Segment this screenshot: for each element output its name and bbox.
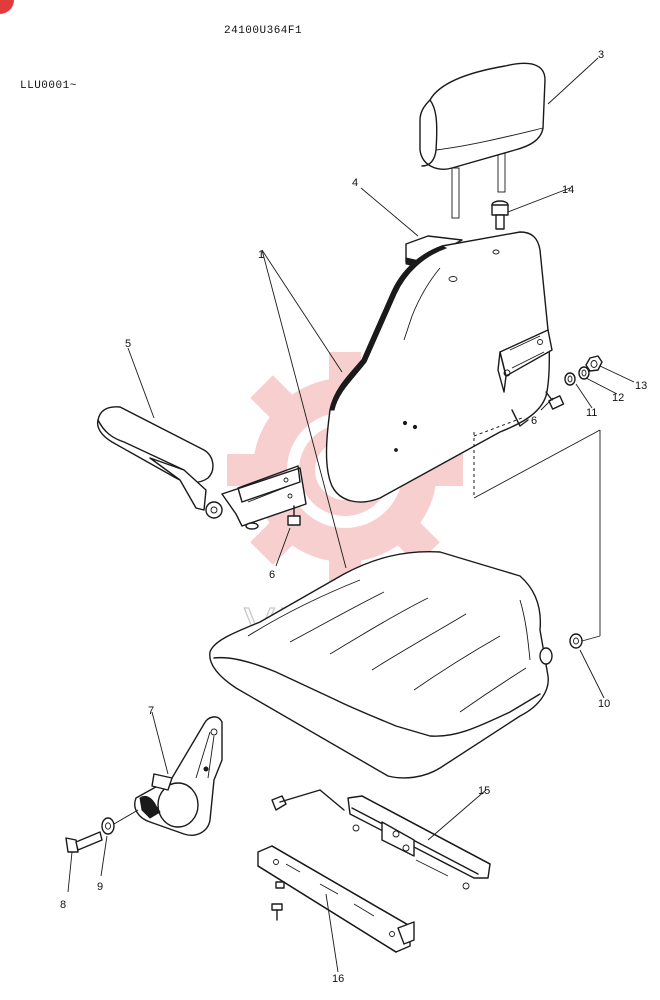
callout-12: 12	[612, 392, 624, 404]
seat-backrest	[325, 231, 553, 503]
callout-9: 9	[97, 881, 103, 893]
part-code: 24100U364F1	[224, 25, 302, 37]
corner-marker	[0, 0, 14, 14]
nut-washer-set	[564, 355, 603, 386]
callout-14: 14	[562, 184, 574, 196]
callout-13: 13	[635, 380, 647, 392]
callout-1: 1	[258, 249, 264, 261]
headrest	[419, 62, 546, 219]
slide-rail-with-lever	[271, 789, 491, 890]
callout-8: 8	[60, 899, 66, 911]
bolt-8	[65, 831, 103, 853]
callout-6-left: 6	[269, 569, 275, 581]
callout-6-right: 6	[531, 415, 537, 427]
seat-cushion	[209, 551, 601, 779]
serial-range: LLU0001~	[20, 80, 77, 92]
slide-rail	[257, 845, 415, 953]
bolt-6-left	[287, 505, 301, 526]
callout-4: 4	[352, 177, 358, 189]
armrest	[96, 406, 307, 530]
washer-9	[101, 809, 139, 835]
bolt-6-right	[545, 391, 565, 410]
callout-7: 7	[148, 705, 154, 717]
callout-16: 16	[332, 973, 344, 985]
callout-15: 15	[478, 785, 490, 797]
screw-14	[491, 200, 509, 230]
side-bracket	[134, 716, 223, 836]
callout-10: 10	[598, 698, 610, 710]
callout-5: 5	[125, 338, 131, 350]
callout-3: 3	[598, 49, 604, 61]
callout-11: 11	[586, 407, 597, 419]
